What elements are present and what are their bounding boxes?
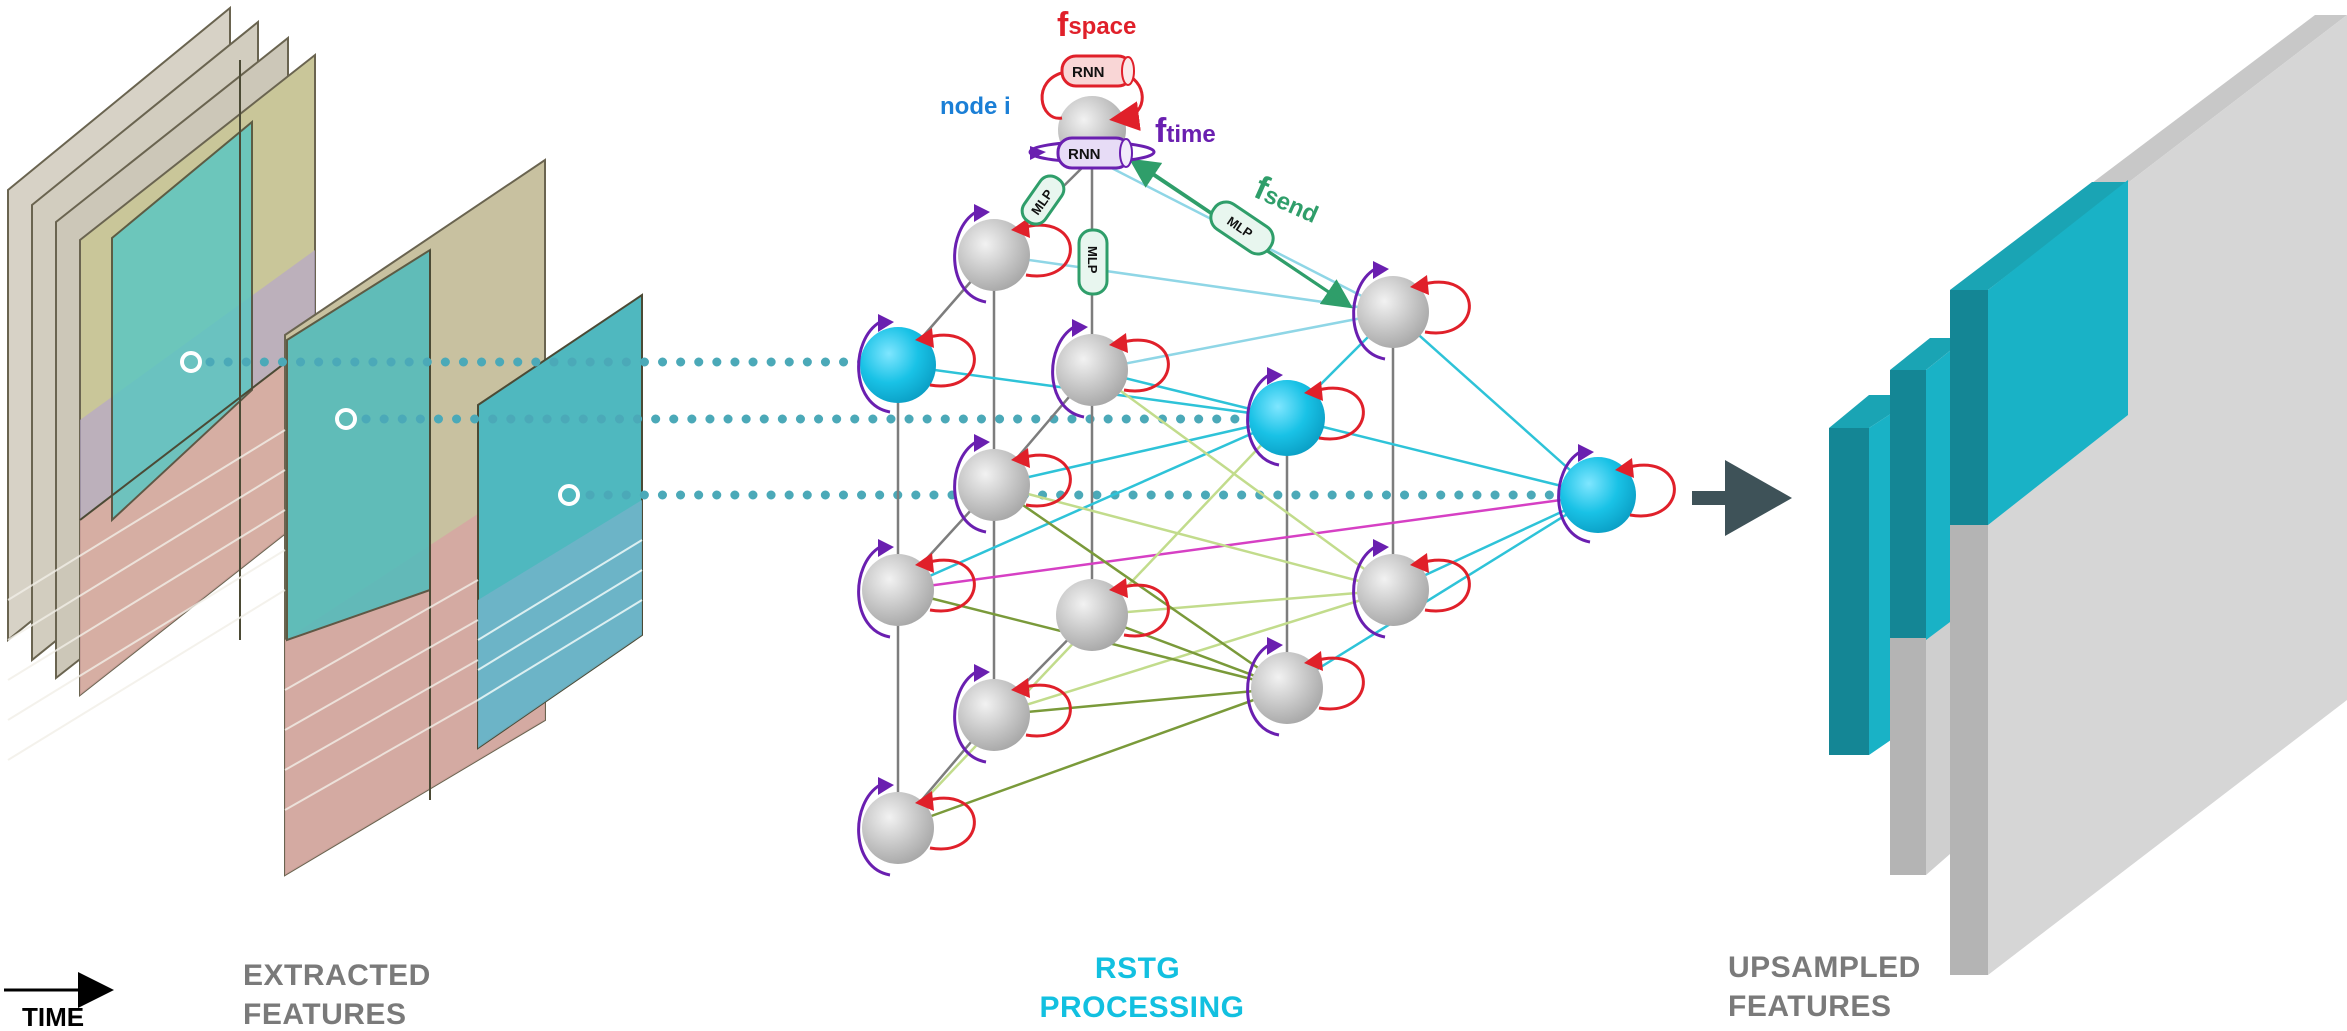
space-self-loops (924, 223, 1676, 851)
mlp-edge-1: MLP (1020, 174, 1066, 226)
node-cyan (1560, 457, 1636, 533)
processing-arrow (1692, 460, 1792, 536)
f-time-label: ftime (1155, 112, 1216, 150)
time-loop-arrowheads (878, 204, 1594, 795)
mlp-edge-2: MLP (1077, 228, 1109, 296)
projection-lines (205, 357, 1570, 500)
graph-nodes (860, 96, 1636, 864)
node-gray (958, 449, 1030, 521)
node-gray (1251, 652, 1323, 724)
node-cyan (1249, 380, 1325, 456)
track-lanes (7, 429, 479, 811)
node-gray (1056, 579, 1128, 651)
space-loop-arrowheads (915, 218, 1634, 811)
node-gray (958, 679, 1030, 751)
f-space-label: fspace (1057, 6, 1136, 44)
node-gray (1357, 554, 1429, 626)
node-cyan (860, 327, 936, 403)
graph-magenta-edge (897, 493, 1599, 592)
node-i-rnn-time: RNN (1028, 136, 1156, 170)
extracted-feature-stack (7, 5, 643, 877)
mlp-send: MLP (1209, 200, 1275, 256)
node-i-rnn-space: RNN (1040, 54, 1144, 131)
node-i-label: node i (940, 93, 1011, 120)
feature-frame-front (477, 293, 643, 750)
upsampled-block-large (1950, 15, 2347, 975)
sample-point-1 (180, 351, 202, 373)
region-highlight-1 (111, 119, 253, 523)
time-label: TIME (22, 1002, 84, 1031)
feature-frame-main (79, 52, 316, 698)
svg-text:MLP: MLP (1085, 246, 1100, 274)
sample-point-2 (335, 408, 357, 430)
rstg-graph: RNN RNN MLP MLP MLP fspace ftime fsend n… (857, 6, 1676, 877)
svg-text:RNN: RNN (1068, 146, 1101, 163)
node-gray (958, 219, 1030, 291)
time-self-loops (857, 210, 1591, 877)
upsampled-feature-stack (1829, 15, 2347, 975)
node-gray (1357, 276, 1429, 348)
caption-extracted: EXTRACTED FEATURES (243, 959, 440, 1031)
caption-rstg: RSTG PROCESSING (1039, 952, 1244, 1024)
svg-text:RNN: RNN (1072, 64, 1105, 81)
sample-point-3 (558, 484, 580, 506)
node-gray (1056, 334, 1128, 406)
caption-upsampled: UPSAMPLED FEATURES (1728, 951, 1930, 1023)
node-gray (862, 792, 934, 864)
time-axis: TIME (4, 972, 114, 1031)
node-gray (862, 554, 934, 626)
